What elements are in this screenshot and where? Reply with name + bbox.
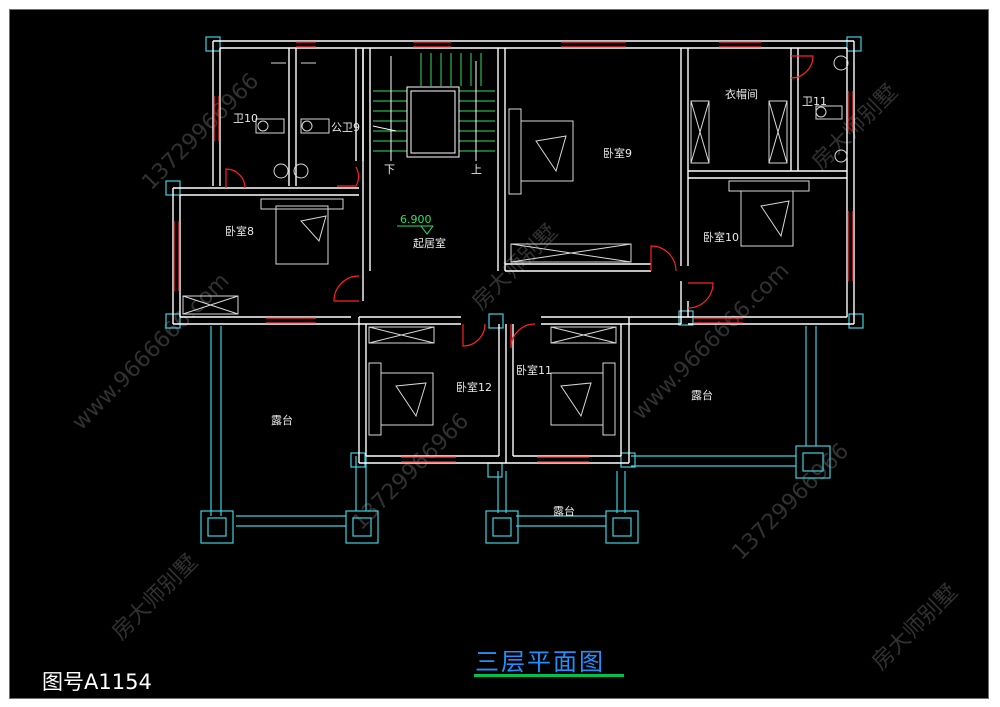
room-label-bedroom9: 卧室9	[603, 146, 632, 160]
column	[207, 517, 227, 537]
room-label-terrace-bottom: 露台	[553, 504, 575, 518]
watermark-site: www.9666666.com	[68, 268, 235, 435]
cad-canvas: 13729966966 www.9666666.com 房大师别墅 137299…	[9, 9, 989, 699]
door	[687, 282, 714, 309]
room-label-bedroom11: 卧室11	[516, 363, 552, 377]
watermark-brand: 房大师别墅	[108, 550, 203, 645]
column	[802, 452, 824, 472]
door	[650, 245, 677, 272]
column	[612, 517, 632, 537]
room-label-wei10: 卫10	[233, 112, 258, 125]
bed	[260, 198, 344, 265]
watermark-phone: 13729966966	[138, 69, 265, 196]
room-label-living: 起居室	[413, 236, 446, 250]
column	[795, 445, 831, 479]
door	[462, 323, 486, 347]
door	[333, 275, 360, 302]
room-label-terrace-left: 露台	[271, 413, 293, 427]
drawing-number: 图号A1154	[42, 670, 152, 694]
room-label-bedroom8: 卧室8	[225, 224, 254, 238]
level-value: 6.900	[400, 213, 432, 226]
walls	[172, 40, 855, 464]
watermark-brand: 房大师别墅	[868, 580, 963, 675]
bed	[728, 180, 810, 247]
bed	[508, 108, 574, 195]
bed	[368, 362, 434, 436]
door	[790, 55, 814, 79]
windows	[173, 41, 854, 463]
room-label-gongwei9: 公卫9	[331, 121, 360, 134]
drawing-title: 三层平面图	[475, 648, 605, 676]
column	[492, 517, 512, 537]
bathroom-fixtures	[255, 55, 849, 179]
wardrobe	[550, 326, 617, 344]
door	[337, 166, 360, 187]
room-label-terrace-right: 露台	[691, 388, 713, 402]
closet-racks	[690, 100, 788, 164]
wardrobe	[368, 326, 435, 344]
column	[345, 510, 379, 544]
title-underline	[474, 674, 624, 677]
column	[605, 510, 639, 544]
room-label-bedroom12: 卧室12	[456, 380, 492, 394]
watermark-brand: 房大师别墅	[468, 220, 563, 315]
column	[485, 510, 519, 544]
door	[510, 323, 536, 349]
level-marker	[397, 225, 434, 235]
column	[352, 517, 372, 537]
staircase	[372, 53, 495, 161]
room-label-bedroom10: 卧室10	[703, 230, 739, 244]
column	[200, 510, 234, 544]
room-label-wei11: 卫11	[802, 95, 827, 108]
bed	[550, 362, 616, 436]
furniture	[182, 55, 849, 436]
floor-plan: 13729966966 www.9666666.com 房大师别墅 137299…	[68, 36, 963, 675]
door	[225, 168, 246, 189]
room-label-closet: 衣帽间	[725, 87, 758, 101]
stair-up-label: 上	[471, 163, 482, 176]
wardrobe	[510, 243, 632, 263]
stair-down-label: 下	[384, 163, 395, 176]
doors	[225, 55, 814, 349]
watermark-phone: 13729966966	[728, 439, 855, 566]
wardrobe	[182, 295, 239, 315]
